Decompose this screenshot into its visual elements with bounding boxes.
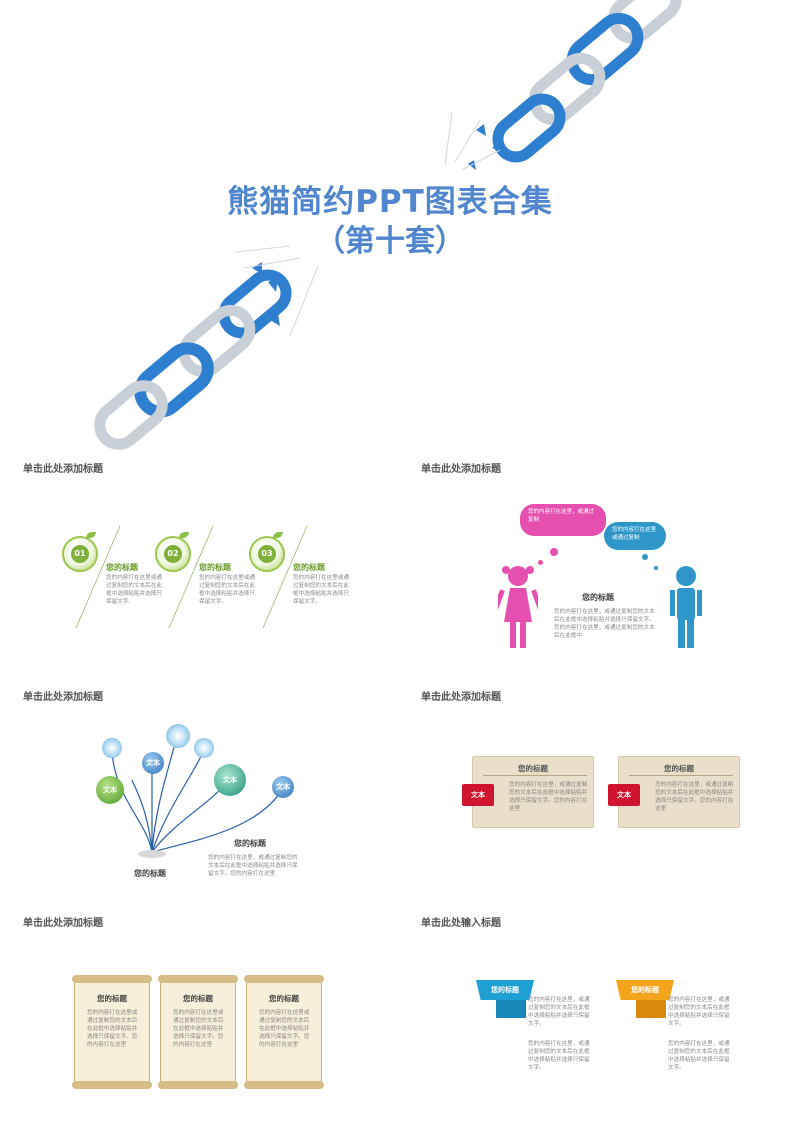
chain-illustration [94, 0, 682, 450]
tree-base-title: 您的标题 [134, 869, 166, 878]
slide-ribbons: 单击此处输入标题 您的标题 您的内容打在这里，或通过复制您的文本后在此框中选择粘… [404, 906, 794, 1128]
info-card: 您的标题 您的内容打在这里，或通过复制您的文本后在此框中选择粘贴并选择只保留文字… [472, 756, 594, 828]
slide-tag-cards: 单击此处添加标题 您的标题 您的内容打在这里，或通过复制您的文本后在此框中选择粘… [404, 680, 794, 902]
text-bubble: 文本 [214, 764, 246, 796]
tree-stems [111, 737, 283, 858]
step-text: 您的内容打在这里或通过复制您的文本后在此框中选择粘贴并选择只保留文字。 [199, 575, 255, 605]
flower-icon [194, 738, 214, 758]
scroll-rod [72, 975, 152, 983]
section-title: 您的标题 [582, 593, 614, 602]
card-title: 您的标题 [518, 764, 548, 773]
speech-cloud-pink: 您的内容打在这里，或通过复制 [520, 504, 606, 536]
ribbon-banner: 您的标题 [616, 980, 674, 1000]
ribbon-text: 您的内容打在这里，或通过复制您的文本后在此框中选择粘贴并选择只保留文字。 [668, 997, 730, 1027]
scroll-text: 您的内容打在这里或通过复制您的文本后在此框中选择粘贴并选择只保留文字。您的内容打… [173, 1010, 224, 1048]
scroll-rod [72, 1081, 152, 1089]
diagonal-dividers [75, 525, 308, 629]
slide-people-dialog: 单击此处添加标题 您的内容打在这里，或通过复制 您的内容打在这里或通过复制 您的… [404, 452, 794, 674]
girl-figure-icon [498, 566, 538, 648]
scroll-title: 您的标题 [183, 994, 213, 1003]
ribbon-fold [496, 1000, 526, 1018]
card-divider [483, 775, 587, 776]
flower-icon [166, 724, 190, 748]
flower-icon [102, 738, 122, 758]
cover-subtitle: （第十套） [315, 224, 465, 259]
card-tag: 文本 [608, 784, 640, 806]
leaf-icon [179, 532, 189, 538]
step-title: 您的标题 [293, 563, 325, 572]
scroll-title: 您的标题 [269, 994, 299, 1003]
step-number: 02 [164, 545, 182, 563]
slide-heading: 单击此处输入标题 [421, 918, 501, 929]
slide-numbered-steps: 单击此处添加标题 01 您的标题 您的内容打在这里或通过复制您的文本后在此框中选… [6, 452, 396, 674]
scroll-rod [158, 1081, 238, 1089]
cover-slide: 熊猫简约PPT图表合集 （第十套） [0, 0, 800, 450]
text-bubble: 文本 [142, 752, 164, 774]
section-title: 您的标题 [234, 839, 266, 848]
thought-dot [642, 554, 648, 560]
thought-dot [538, 560, 543, 565]
ribbon-banner: 您的标题 [476, 980, 534, 1000]
card-tag: 文本 [462, 784, 494, 806]
slide-heading: 单击此处添加标题 [23, 692, 103, 703]
scroll-card: 您的标题 您的内容打在这里或通过复制您的文本后在此框中选择粘贴并选择只保留文字。… [244, 975, 324, 1089]
scroll-title: 您的标题 [97, 994, 127, 1003]
slide-flower-tree: 单击此处添加标题 文本 文本 文本 文本 您的标题 您的内容打在这里，或通过复制… [6, 680, 396, 902]
step-badge-icon: 02 [155, 536, 191, 572]
section-text: 您的内容打在这里，或通过复制您的文本后在此框中选择粘贴并选择只保留文字。您的内容… [208, 855, 298, 877]
step-number: 03 [258, 545, 276, 563]
step-badge-icon: 03 [249, 536, 285, 572]
thought-dot [550, 548, 558, 556]
scroll-text: 您的内容打在这里或通过复制您的文本后在此框中选择粘贴并选择只保留文字。您的内容打… [259, 1010, 310, 1048]
info-card: 您的标题 您的内容打在这里，或通过复制您的文本后在此框中选择粘贴并选择只保留文字… [618, 756, 740, 828]
step-title: 您的标题 [199, 563, 231, 572]
slide-heading: 单击此处添加标题 [421, 464, 501, 475]
step-title: 您的标题 [106, 563, 138, 572]
slide-heading: 单击此处添加标题 [23, 918, 103, 929]
scroll-rod [244, 1081, 324, 1089]
card-title: 您的标题 [664, 764, 694, 773]
thought-dot [654, 566, 658, 570]
scroll-rod [244, 975, 324, 983]
slide-heading: 单击此处添加标题 [23, 464, 103, 475]
step-number: 01 [71, 545, 89, 563]
ribbon-text: 您的内容打在这里，或通过复制您的文本后在此框中选择粘贴并选择只保留文字。 [528, 997, 590, 1027]
step-badge-icon: 01 [62, 536, 98, 572]
boy-figure-icon [670, 566, 702, 648]
card-text: 您的内容打在这里，或通过复制您的文本后在此框中选择粘贴并选择只保留文字。您的内容… [509, 782, 588, 812]
step-text: 您的内容打在这里或通过复制您的文本后在此框中选择粘贴并选择只保留文字。 [106, 575, 162, 605]
slide-scrolls: 单击此处添加标题 您的标题 您的内容打在这里或通过复制您的文本后在此框中选择粘贴… [6, 906, 396, 1128]
card-divider [629, 775, 733, 776]
step-text: 您的内容打在这里或通过复制您的文本后在此框中选择粘贴并选择只保留文字。 [293, 575, 349, 605]
ribbon-fold [636, 1000, 666, 1018]
cover-title: 熊猫简约PPT图表合集 [227, 184, 553, 220]
ribbon-text: 您的内容打在这里，或通过复制您的文本后在此框中选择粘贴并选择只保留文字。 [668, 1041, 730, 1071]
scroll-rod [158, 975, 238, 983]
scroll-card: 您的标题 您的内容打在这里或通过复制您的文本后在此框中选择粘贴并选择只保留文字。… [72, 975, 152, 1089]
leaf-icon [273, 532, 283, 538]
text-bubble: 文本 [272, 776, 294, 798]
slide-heading: 单击此处添加标题 [421, 692, 501, 703]
card-text: 您的内容打在这里，或通过复制您的文本后在此框中选择粘贴并选择只保留文字。您的内容… [655, 782, 734, 812]
speech-cloud-blue: 您的内容打在这里或通过复制 [604, 522, 666, 550]
leaf-icon [86, 532, 96, 538]
ribbon-text: 您的内容打在这里，或通过复制您的文本后在此框中选择粘贴并选择只保留文字。 [528, 1041, 590, 1071]
text-bubble: 文本 [96, 776, 124, 804]
section-text: 您的内容打在这里，或通过复制您的文本后在此框中选择粘贴并选择只保留文字。您的内容… [554, 609, 655, 639]
scroll-text: 您的内容打在这里或通过复制您的文本后在此框中选择粘贴并选择只保留文字。您的内容打… [87, 1010, 138, 1048]
scroll-card: 您的标题 您的内容打在这里或通过复制您的文本后在此框中选择粘贴并选择只保留文字。… [158, 975, 238, 1089]
